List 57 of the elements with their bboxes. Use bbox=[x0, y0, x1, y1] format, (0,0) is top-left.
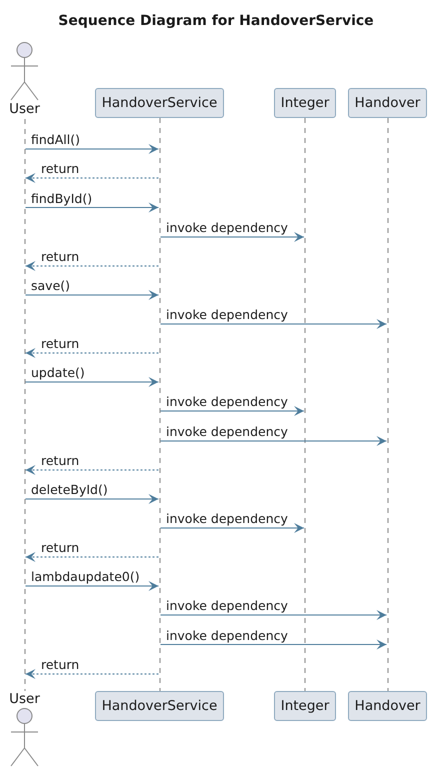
message-arrow bbox=[160, 523, 304, 533]
actor-name: User bbox=[9, 691, 40, 708]
message-label: return bbox=[41, 657, 80, 672]
participant-box bbox=[348, 88, 427, 118]
message-arrow bbox=[160, 406, 304, 416]
message-label: invoke dependency bbox=[166, 598, 288, 613]
message-arrow bbox=[25, 290, 159, 300]
message-label: save() bbox=[31, 278, 70, 293]
participant-name: Handover bbox=[354, 94, 420, 112]
message-label: return bbox=[41, 249, 80, 264]
message-label: invoke dependency bbox=[166, 511, 288, 526]
message-label: deleteById() bbox=[31, 482, 108, 497]
message-arrow bbox=[25, 202, 159, 212]
lifeline bbox=[304, 118, 306, 691]
message-label: findAll() bbox=[31, 132, 80, 147]
participant-box bbox=[348, 691, 427, 721]
participant-name: HandoverService bbox=[102, 698, 218, 714]
participant-box bbox=[95, 691, 224, 721]
return-arrow bbox=[25, 261, 159, 271]
message-arrow bbox=[160, 640, 387, 650]
participant-name: Handover bbox=[354, 698, 420, 714]
lifeline bbox=[386, 118, 388, 691]
message-arrow bbox=[160, 319, 387, 329]
message-arrow bbox=[160, 232, 304, 242]
message-label: invoke dependency bbox=[166, 394, 288, 409]
message-arrow bbox=[25, 377, 159, 387]
message-label: update() bbox=[31, 365, 85, 380]
message-label: invoke dependency bbox=[166, 220, 288, 235]
message-label: return bbox=[41, 336, 80, 351]
return-arrow bbox=[25, 465, 159, 475]
message-arrow bbox=[25, 581, 159, 591]
participant-name: Integer bbox=[280, 94, 330, 112]
participant-box bbox=[274, 88, 336, 118]
message-label: findById() bbox=[31, 190, 92, 206]
message-label: return bbox=[41, 161, 80, 176]
message-label: return bbox=[41, 540, 80, 555]
actor-name: User bbox=[9, 101, 40, 118]
message-arrow bbox=[160, 436, 387, 446]
message-arrow bbox=[25, 144, 159, 154]
return-arrow bbox=[25, 173, 159, 183]
message-label: return bbox=[41, 453, 80, 468]
participant-box bbox=[274, 691, 336, 721]
return-arrow bbox=[25, 348, 159, 358]
message-label: invoke dependency bbox=[166, 307, 288, 322]
participant-name: Integer bbox=[280, 698, 330, 714]
lifeline bbox=[158, 118, 160, 691]
participant-name: HandoverService bbox=[102, 94, 218, 112]
participant-box bbox=[95, 88, 224, 118]
lifeline bbox=[24, 119, 26, 691]
message-label: lambdaupdate0() bbox=[31, 569, 140, 584]
message-label: invoke dependency bbox=[166, 424, 288, 439]
message-arrow bbox=[160, 610, 387, 620]
return-arrow bbox=[25, 552, 159, 562]
message-arrow bbox=[25, 494, 159, 504]
return-arrow bbox=[25, 669, 159, 679]
diagram-title: Sequence Diagram for HandoverService bbox=[57, 13, 375, 30]
message-label: invoke dependency bbox=[166, 628, 288, 642]
